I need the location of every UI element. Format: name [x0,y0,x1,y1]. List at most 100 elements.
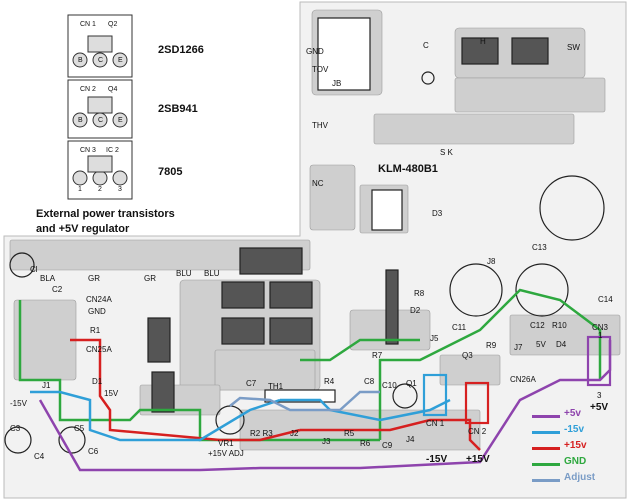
label-15v: 15V [104,389,119,398]
label-c6: C6 [88,447,99,456]
capacitor-c5 [58,426,86,454]
label-plus5: +5V [590,402,608,413]
label-r6: R6 [360,439,371,448]
legend-label-plus5: +5v [564,408,581,419]
legend-label-neg15: -15v [564,424,585,435]
label-gr1: GR [88,274,100,283]
label-c: C [423,41,429,50]
part-name-3: 7805 [158,166,183,178]
label-minus15b: -15V [426,454,447,465]
label-c14: C14 [598,295,613,304]
parts-tag-1: CN 1 [80,21,96,28]
label-nc: NC [312,179,324,188]
label-minus15: -15V [10,399,28,408]
label-c7: C7 [246,379,257,388]
label-blu2: BLU [204,269,220,278]
label-c12: C12 [530,321,545,330]
connector-highlights [422,335,612,425]
parts-pin-3-b: 2 [98,186,102,193]
label-5v: 5V [536,340,546,349]
label-th1: TH1 [268,382,284,391]
label-c2: C2 [52,285,63,294]
label-j7: J7 [514,343,523,352]
crosshair-mark [421,71,435,85]
label-cn3: CN3 [592,323,609,332]
capacitor-c13 [539,175,605,241]
parts-pin-3-a: 1 [78,186,82,193]
label-r5: R5 [344,429,355,438]
label-gnd: GND [306,47,324,56]
parts-pin-1-a: B [78,57,83,64]
legend-swatch-gnd [532,463,560,466]
label-j5: J5 [430,334,439,343]
legend-row: Adjust [526,472,626,488]
label-c10: C10 [382,381,397,390]
legend-swatch-pos15 [532,447,560,450]
label-q3: Q3 [462,351,473,360]
label-c9: C9 [382,441,393,450]
wire-plus5 [38,340,612,472]
label-c11: C11 [452,323,467,332]
label-jb: JB [332,79,341,88]
label-3: 3 [597,391,602,400]
legend-swatch-plus5 [532,415,560,418]
part-name-2: 2SB941 [158,103,198,115]
parts-pin-2-c: E [118,117,123,124]
label-cn1: CN 1 [426,419,445,428]
label-cn26a: CN26A [510,375,536,384]
label-cl: Cl [30,265,38,274]
label-1: 1 [598,331,603,340]
label-plus15: +15V [466,454,490,465]
capacitor-c10 [392,383,418,409]
label-j4: J4 [406,435,415,444]
label-j2: J2 [290,429,299,438]
label-thv: THV [312,121,329,130]
label-gr2: GR [144,274,156,283]
parts-pin-1-c: E [118,57,123,64]
label-vr1: VR1 [218,439,234,448]
label-sk: S K [440,148,454,157]
parts-ref-3: IC 2 [106,147,119,154]
part-name-1: 2SD1266 [158,44,204,56]
label-r10: R10 [552,321,567,330]
board-model: KLM-480B1 [378,163,438,175]
parts-table [67,14,133,200]
label-c3: C3 [10,424,21,433]
legend-label-gnd: GND [564,456,587,467]
parts-caption-line2: and +5V regulator [36,223,130,235]
label-j3: J3 [322,437,331,446]
parts-pin-1-b: C [98,57,103,64]
parts-pin-3-c: 3 [118,186,122,193]
label-blu1: BLU [176,269,192,278]
label-bla: BLA [40,274,56,283]
legend-row: +15v [526,440,626,456]
capacitor-c3 [4,426,32,454]
parts-caption-line1: External power transistors [36,208,175,220]
legend-swatch-neg15 [532,431,560,434]
label-d3: D3 [432,209,443,218]
label-adj: +15V ADJ [208,449,244,458]
label-gnd2: GND [88,307,106,316]
label-cn24a: CN24A [86,295,112,304]
legend-row: +5v [526,408,626,424]
label-c5: C5 [74,424,85,433]
legend-label-pos15: +15v [564,440,587,451]
wire-legend: +5v -15v +15v GND Adjust [526,408,626,488]
wire-pos15 [70,338,481,451]
parts-tag-3: CN 3 [80,147,96,154]
label-h: H [480,37,486,46]
label-r9: R9 [486,341,497,350]
label-cn25a: CN25A [86,345,112,354]
legend-label-adjust: Adjust [564,472,596,483]
label-d4: D4 [556,340,567,349]
parts-ref-1: Q2 [108,21,117,28]
label-j1: J1 [42,381,51,390]
label-r7: R7 [372,351,383,360]
label-r4: R4 [324,377,335,386]
legend-row: GND [526,456,626,472]
parts-ref-2: Q4 [108,86,117,93]
label-c8: C8 [364,377,375,386]
legend-row: -15v [526,424,626,440]
label-sw: SW [567,43,580,52]
label-d1: D1 [92,377,103,386]
